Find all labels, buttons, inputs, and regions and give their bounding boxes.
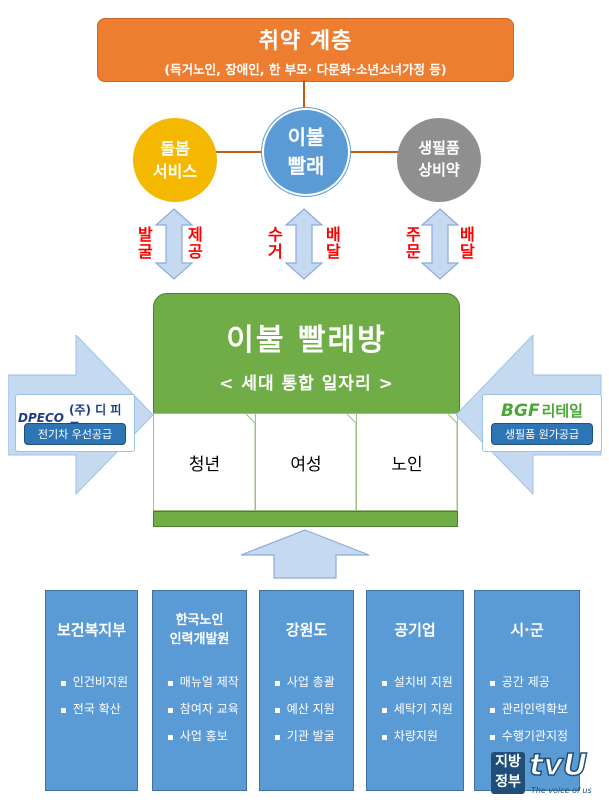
cell-women: 여성 — [255, 413, 357, 511]
laundry-room-block: 이불 빨래방 < 세대 통합 일자리 > — [153, 293, 460, 415]
list-item: 전국 확산 — [46, 696, 137, 723]
column-items: 사업 총괄 예산 지원 기관 발굴 — [260, 669, 353, 750]
vulnerable-groups-box: 취약 계층 (독거노인, 장애인, 한 부모· 다문화·소년소녀가정 등) — [97, 18, 514, 82]
support-up-arrow — [240, 529, 370, 579]
label-deliver-right: 배달 — [456, 226, 476, 260]
connector-middle-right — [346, 151, 399, 153]
watermark-brand: tvU — [528, 747, 588, 784]
column-title: 보건복지부 — [56, 621, 126, 640]
connector-left-middle — [215, 151, 265, 153]
watermark-line1: 지방 — [495, 754, 521, 770]
dpeco-partner-card: DPECO (주) 디 피 코 전기차 우선공급 — [15, 394, 135, 452]
list-item: 세탁기 지원 — [367, 696, 463, 723]
worker-groups: 청년 여성 노인 — [153, 413, 458, 511]
watermark-badge: 지방 정부 — [491, 752, 525, 794]
column-title: 한국노인 인력개발원 — [153, 591, 246, 671]
column-senior-institute: 한국노인 인력개발원 매뉴얼 제작 참여자 교육 사업 홍보 — [152, 590, 247, 791]
care-service-line2: 서비스 — [152, 162, 198, 181]
label-discover: 발굴 — [134, 226, 154, 260]
watermark-tagline: The voice of us — [531, 786, 592, 795]
dpeco-role-badge: 전기차 우선공급 — [24, 423, 126, 445]
cell-fold-marks — [244, 413, 458, 511]
double-arrow-middle — [284, 208, 324, 280]
column-title-line1: 한국노인 — [175, 613, 224, 629]
dpeco-logo-word: DPECO — [18, 411, 64, 425]
column-items: 인건비지원 전국 확산 — [46, 669, 137, 723]
list-item: 사업 홍보 — [153, 723, 246, 750]
list-item: 매뉴얼 제작 — [153, 669, 246, 696]
bgf-logo-korean: 리테일 — [541, 402, 583, 420]
list-item: 차량지원 — [367, 723, 463, 750]
bedding-laundry-line1: 이불 — [287, 125, 325, 149]
label-order: 주문 — [402, 226, 422, 260]
supplies-medicine-line1: 생필품 — [418, 139, 460, 158]
bedding-laundry-circle: 이불 빨래 — [262, 108, 350, 196]
laundry-room-subtitle: < 세대 통합 일자리 > — [219, 373, 394, 394]
supplies-medicine-circle: 생필품 상비약 — [397, 118, 481, 202]
bgf-partner-card: BGF 리테일 생필품 원가공급 — [482, 394, 602, 452]
column-title-line2: 인력개발원 — [169, 632, 230, 647]
list-item: 설치비 지원 — [367, 669, 463, 696]
list-item: 인건비지원 — [46, 669, 137, 696]
bedding-laundry-line2: 빨래 — [287, 154, 325, 178]
list-item: 수행기관지정 — [475, 723, 579, 750]
list-item: 예산 지원 — [260, 696, 353, 723]
column-items: 설치비 지원 세탁기 지원 차량지원 — [367, 669, 463, 750]
vulnerable-groups-title: 취약 계층 — [258, 28, 353, 54]
bgf-logo: BGF 리테일 — [485, 400, 599, 421]
connector-top-middle — [303, 80, 305, 110]
column-ministry-health: 보건복지부 인건비지원 전국 확산 — [45, 590, 138, 791]
column-items: 매뉴얼 제작 참여자 교육 사업 홍보 — [153, 669, 246, 750]
care-service-line1: 돌봄 — [160, 138, 190, 158]
column-public-corp: 공기업 설치비 지원 세탁기 지원 차량지원 — [366, 590, 464, 791]
cell-youth: 청년 — [153, 413, 256, 511]
column-items: 공간 제공 관리인력확보 수행기관지정 — [475, 669, 579, 750]
column-title: 공기업 — [394, 621, 436, 640]
supplies-medicine-line2: 상비약 — [418, 161, 460, 179]
list-item: 사업 총괄 — [260, 669, 353, 696]
double-arrow-right — [420, 208, 460, 280]
label-deliver-middle: 배달 — [322, 226, 342, 260]
list-item: 기관 발굴 — [260, 723, 353, 750]
care-service-circle: 돌봄 서비스 — [133, 118, 217, 202]
list-item: 공간 제공 — [475, 669, 579, 696]
double-arrow-left — [154, 208, 194, 280]
list-item: 관리인력확보 — [475, 696, 579, 723]
column-title: 시·군 — [510, 621, 544, 640]
vulnerable-groups-subtitle: (독거노인, 장애인, 한 부모· 다문화·소년소녀가정 등) — [164, 61, 447, 77]
broadcaster-watermark: 지방 정부 tvU The voice of us — [485, 746, 603, 802]
watermark-line2: 정부 — [495, 774, 521, 790]
bgf-logo-word: BGF — [501, 400, 540, 421]
list-item: 참여자 교육 — [153, 696, 246, 723]
laundry-room-title: 이불 빨래방 — [226, 322, 387, 358]
bgf-role-badge: 생필품 원가공급 — [491, 423, 593, 445]
column-title: 강원도 — [285, 621, 328, 640]
label-collect: 수거 — [264, 226, 284, 260]
column-gangwon: 강원도 사업 총괄 예산 지원 기관 발굴 — [259, 590, 354, 791]
label-provide: 제공 — [184, 226, 204, 260]
laundry-room-base — [153, 511, 458, 527]
